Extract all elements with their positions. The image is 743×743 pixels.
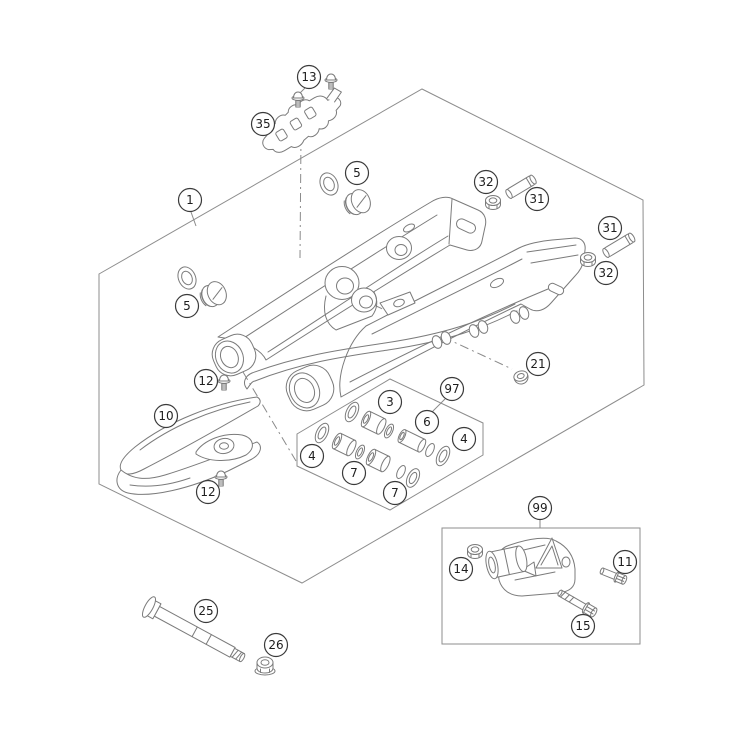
- callout-label: 5: [353, 166, 361, 180]
- part-11-bolt-drawing: [599, 567, 628, 585]
- part-32-nut-drawing: [485, 195, 501, 210]
- callout-10[interactable]: 10: [153, 403, 179, 429]
- callout-32-top[interactable]: 32: [473, 169, 499, 195]
- leader-callout-97: [431, 398, 446, 413]
- assembly-border: [98, 88, 645, 584]
- part-15-bolt-drawing: [557, 589, 598, 618]
- callout-4-left[interactable]: 4: [299, 443, 325, 469]
- callout-label: 35: [255, 117, 270, 131]
- callout-5-left[interactable]: 5: [174, 293, 200, 319]
- callout-6[interactable]: 6: [414, 409, 440, 435]
- callout-11[interactable]: 11: [612, 549, 638, 575]
- callout-label: 4: [308, 449, 316, 463]
- callout-35[interactable]: 35: [250, 111, 276, 137]
- leader-callout-1: [190, 211, 197, 227]
- part-5-seal-ring-drawing: [319, 172, 339, 196]
- callout-label: 31: [602, 221, 617, 235]
- callout-label: 4: [460, 432, 468, 446]
- callout-5-top[interactable]: 5: [344, 160, 370, 186]
- callout-25[interactable]: 25: [193, 598, 219, 624]
- callout-31-right[interactable]: 31: [597, 215, 623, 241]
- callout-4-right[interactable]: 4: [451, 426, 477, 452]
- part-31-pin-drawing: [505, 174, 537, 199]
- chain-guide-box-99: [441, 527, 641, 645]
- part-10-chain-slider-drawing: [116, 396, 261, 495]
- callout-label: 7: [350, 466, 358, 480]
- swingarm-body-drawing: [211, 196, 586, 412]
- part-32-nut-drawing: [580, 252, 596, 267]
- part-31-pin-drawing: [602, 232, 636, 258]
- callout-label: 31: [529, 192, 544, 206]
- bearing-kit-box-97: [296, 378, 484, 511]
- callout-label: 99: [532, 501, 547, 515]
- part-12-screw-drawing: [217, 374, 231, 391]
- callout-label: 25: [198, 604, 213, 618]
- leader-pivot-to-kit-box: [242, 371, 297, 462]
- callout-label: 6: [423, 415, 431, 429]
- callout-label: 5: [183, 299, 191, 313]
- callout-label: 32: [598, 266, 613, 280]
- callout-label: 13: [301, 70, 316, 84]
- callout-13[interactable]: 13: [296, 64, 322, 90]
- callout-21[interactable]: 21: [525, 351, 551, 377]
- callout-7-upper[interactable]: 7: [341, 460, 367, 486]
- callout-label: 21: [530, 357, 545, 371]
- callouts: 1 13 35 5 5 32 31 31 32 21 97 3 6 4 4 7 7 10 12 12 25 26 99 14 1…: [153, 64, 638, 658]
- part-21-bushing-drawing: [513, 370, 529, 385]
- callout-label: 12: [200, 485, 215, 499]
- part-5-seal-ring-drawing: [177, 266, 197, 290]
- callout-99[interactable]: 99: [527, 495, 553, 521]
- part-5-cap-drawing: [199, 281, 227, 308]
- callout-label: 10: [158, 409, 173, 423]
- callout-12-top[interactable]: 12: [193, 368, 219, 394]
- part-99-chain-guide-drawing: [467, 537, 628, 618]
- callout-32-right[interactable]: 32: [593, 260, 619, 286]
- illustration: [116, 73, 636, 676]
- callout-label: 1: [186, 193, 194, 207]
- callout-label: 11: [617, 555, 632, 569]
- callout-label: 32: [478, 175, 493, 189]
- part-12-screw-drawing: [214, 470, 228, 487]
- callout-97[interactable]: 97: [439, 376, 465, 402]
- part-35-guide-bracket-drawing: [262, 87, 342, 153]
- callout-31-top[interactable]: 31: [524, 186, 550, 212]
- border-boxes: [98, 88, 645, 645]
- part-26-nut-drawing: [254, 656, 276, 676]
- part-13-screw-drawing: [324, 73, 338, 90]
- callout-label: 3: [386, 395, 394, 409]
- part-13-screw-drawing: [291, 91, 305, 108]
- callout-12-bottom[interactable]: 12: [195, 479, 221, 505]
- part-5-cap-drawing: [343, 189, 371, 216]
- callout-label: 7: [391, 486, 399, 500]
- callout-label: 15: [575, 619, 590, 633]
- part-25-axle-drawing: [141, 596, 246, 663]
- callout-14[interactable]: 14: [448, 556, 474, 582]
- part-97-bearing-kit-drawing: [314, 401, 451, 488]
- callout-label: 14: [453, 562, 468, 576]
- part-14-nut-drawing: [467, 544, 483, 559]
- callout-15[interactable]: 15: [570, 613, 596, 639]
- callout-7-lower[interactable]: 7: [382, 480, 408, 506]
- leader-35-to-swingarm: [299, 135, 302, 259]
- callout-label: 26: [268, 638, 283, 652]
- callout-1[interactable]: 1: [177, 187, 203, 213]
- callout-26[interactable]: 26: [263, 632, 289, 658]
- callout-3[interactable]: 3: [377, 389, 403, 415]
- callout-label: 97: [444, 382, 459, 396]
- callout-label: 12: [198, 374, 213, 388]
